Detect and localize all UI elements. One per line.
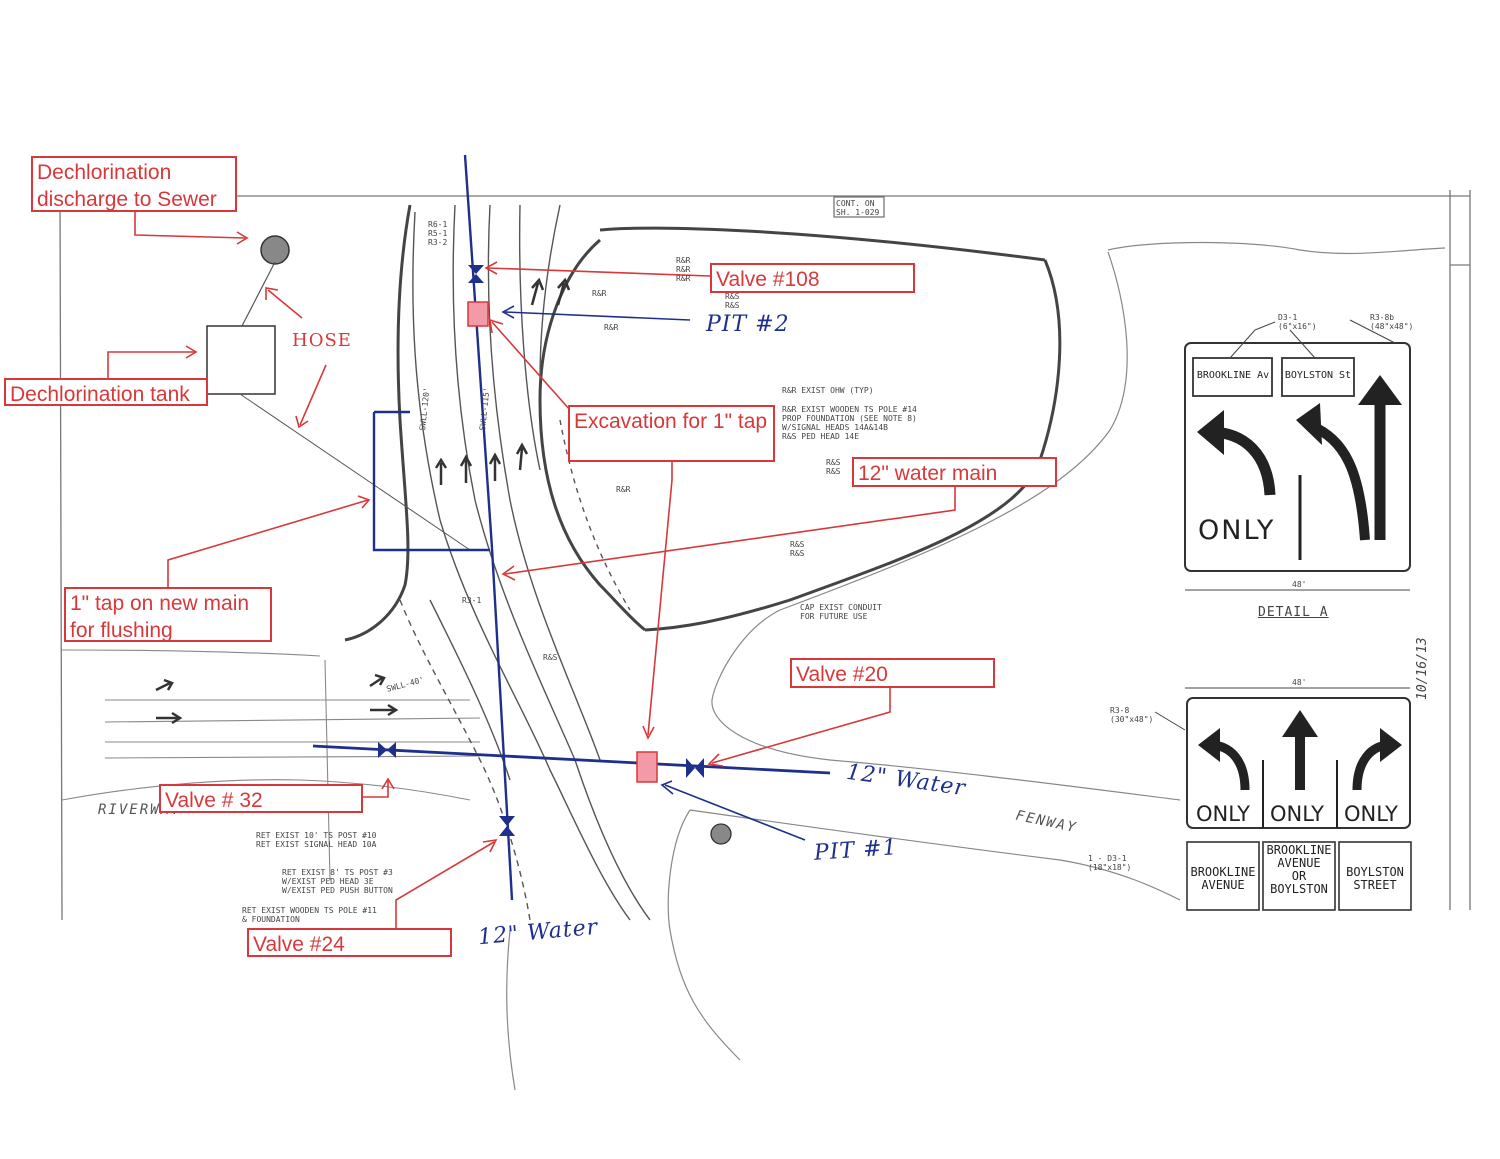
r3-8b-label: R3-8b (48"x48") [1370,313,1414,331]
sign-list-left: R6-1 R5-1 R3-2 [428,220,448,247]
tap-flushing-label: 1" tap on new main for flushing [64,587,272,642]
d3-1-label: D3-1 (6"x16") [1278,313,1317,331]
sheet-frame [58,190,1471,921]
water-mains [312,154,831,901]
boylston-street-sign: BOYLSTON STREET [1346,865,1404,892]
dechlorination-equipment [206,235,732,845]
valve-108-icon [468,265,484,283]
brookline-avenue-sign: BROOKLINE AVENUE [1190,865,1256,892]
detail-a-title: DETAIL A [1258,605,1329,620]
valve-24-label: Valve #24 [247,928,452,957]
d3-1-b-label: 1 - D3-1 (18"x18") [1088,854,1132,872]
rr-label-4: R&R [616,485,631,494]
date-stamp: 10/16/13 [1415,637,1430,700]
pavement-arrows [155,277,571,725]
blue-leaders [501,305,806,841]
cont-on-note: CONT. ON SH. 1-029 [836,199,880,217]
rr-label-3: R&R [604,323,619,332]
hose-label: HOSE [292,330,352,351]
valve-20-label: Valve #20 [790,658,995,688]
sewer-manhole-icon [260,235,290,265]
detail-b-only-3: ONLY [1344,802,1398,826]
pit-1-icon [636,751,658,783]
post-3-note: RET EXIST 8' TS POST #3 W/EXIST PED HEAD… [282,868,393,895]
valve-108-label: Valve #108 [710,263,915,293]
manhole-icon [710,823,732,845]
pit-2-icon [467,301,489,327]
rr-label-2: R&R [592,289,607,298]
valve-32-icon [378,742,396,758]
excavation-label: Excavation for 1" tap [568,405,775,462]
pole-11-note: RET EXIST WOODEN TS POLE #11 & FOUNDATIO… [242,906,377,924]
valves [378,265,704,836]
pole-14-note: R&R EXIST WOODEN TS POLE #14 PROP FOUNDA… [782,405,917,441]
dechlor-discharge-label: Dechlorination discharge to Sewer [31,156,237,212]
brookline-or-boylston-sign: BROOKLINE AVENUE OR BOYLSTON [1266,843,1332,896]
dechlor-tank-label: Dechlorination tank [4,378,208,406]
detail-a-sign [1184,319,1411,591]
rr-labels: R&R R&R R&R [676,256,691,283]
riverway-road-lines [61,649,481,881]
detail-a-only: ONLY [1198,515,1276,546]
rs-labels: R&S R&S [725,292,740,310]
water-main-label: 12" water main [852,457,1057,487]
valve-20-icon [686,758,704,778]
detail-a-dim: 48' [1292,580,1307,589]
detail-b-only-1: ONLY [1196,802,1250,826]
fenway-road-lines [506,241,1446,1091]
rs-labels-4: R&S R&S [790,540,805,558]
pit-2-label: PIT #2 [706,312,790,337]
rs-label-5: R&S [543,653,558,662]
lane-lines [399,204,651,921]
post-10-note: RET EXIST 10' TS POST #10 RET EXIST SIGN… [256,831,377,849]
brookline-av-sign: BROOKLINE Av [1196,370,1270,381]
red-leaders [107,212,956,928]
detail-b-only-2: ONLY [1270,802,1324,826]
valve-32-label: Valve # 32 [159,784,363,813]
exist-ohw-note: R&R EXIST OHW (TYP) [782,386,874,395]
r3-1-label: R3-1 [462,596,482,605]
excavation-pits [467,301,658,783]
cap-conduit-note: CAP EXIST CONDUIT FOR FUTURE USE [800,603,882,621]
r3-8-label: R3-8 (30"x48") [1110,706,1154,724]
tank-icon [206,325,276,395]
detail-b-sign [1154,687,1412,911]
detail-b-dim: 48' [1292,678,1307,687]
rs-labels-3: R&S R&S [826,458,841,476]
boylston-st-sign: BOYLSTON St [1284,370,1352,381]
valve-24-icon [499,816,515,836]
